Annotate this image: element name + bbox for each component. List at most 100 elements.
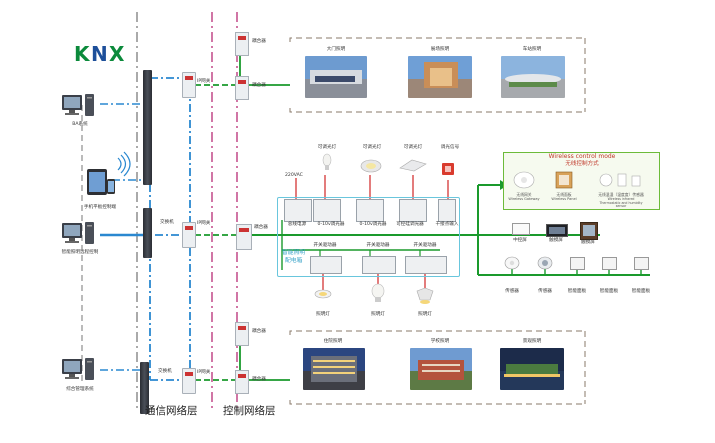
tablet-phone-icon xyxy=(87,169,115,195)
svg-text:N: N xyxy=(91,42,108,66)
switch-tower-mid xyxy=(143,208,152,258)
module-label-4: 可控硅调光器 xyxy=(396,222,424,227)
ba-system-label: BA系统 xyxy=(72,122,88,127)
coupler-bottom-a-label: 耦合器 xyxy=(252,329,266,334)
sensor-icon-1 xyxy=(504,256,520,270)
module-dry-contact xyxy=(438,199,456,222)
panel2-label-1: 传感器 xyxy=(505,289,519,294)
coupler-bottom-a xyxy=(235,322,249,346)
smart-panel-3 xyxy=(634,257,649,270)
panel2-label-4: 智能面板 xyxy=(599,289,619,294)
switch-tower-top xyxy=(143,70,152,185)
ba-computer-icon xyxy=(62,94,94,116)
integrated-mgmt-label: 综合管理系统 xyxy=(66,387,94,392)
module-label-2: 0-10v调光器 xyxy=(317,222,345,227)
ip-gateway-top xyxy=(182,72,196,98)
panel-label-1: 中控屏 xyxy=(513,238,527,243)
top-scene-label-1: 大门照明 xyxy=(326,47,346,52)
switch-bottom-label: 交换机 xyxy=(158,369,172,374)
module-dimmer-2 xyxy=(356,199,384,222)
central-screen xyxy=(512,223,530,235)
ip-gateway-mid xyxy=(182,222,196,248)
lighting-pc-icon xyxy=(62,222,94,244)
lamp-label-2: 照明灯 xyxy=(371,312,385,317)
ip-gateway-mid-label: IP网关 xyxy=(197,221,211,226)
wireless-panel-cn: 无线面板 xyxy=(556,192,572,197)
coupler-bottom-b-label: 耦合器 xyxy=(252,377,266,382)
switch-mid-label: 交换机 xyxy=(160,220,174,225)
knx-logo: K N X xyxy=(74,42,125,66)
wireless-gateway-en: Wireless Gateway xyxy=(508,197,540,201)
coupler-top-a-label: 耦合器 xyxy=(252,39,266,44)
coupler-top-b xyxy=(235,76,249,100)
module-label-3: 0-10v调光器 xyxy=(359,222,387,227)
touch-screen-1 xyxy=(546,224,568,237)
panel2-label-3: 智能面板 xyxy=(567,289,587,294)
signal-icon xyxy=(442,163,454,175)
power-220vac-label: 220VAC xyxy=(285,173,303,178)
coupler-mid xyxy=(236,224,252,250)
actuator-label-2: 开关驱动器 xyxy=(366,243,390,248)
cabinet-label-1: 智能照明 xyxy=(282,250,306,256)
module-bus-power xyxy=(284,199,312,222)
lamp-label-1: 照明灯 xyxy=(316,312,330,317)
lighting-cabinet xyxy=(277,197,460,277)
light-label-3: 可调光灯 xyxy=(403,145,423,150)
panel2-label-2: 传感器 xyxy=(538,289,552,294)
sensor-icon-2 xyxy=(537,256,553,270)
lamp-label-3: 照明灯 xyxy=(418,312,432,317)
light-label-4: 调光信号 xyxy=(440,145,460,150)
ip-gateway-bottom xyxy=(182,368,196,394)
smart-panel-2 xyxy=(602,257,617,270)
management-pc-icon xyxy=(62,358,94,380)
cabinet-label-2: 配电箱 xyxy=(285,258,303,264)
spotlight-icon xyxy=(416,288,434,304)
wireless-sensor-icon xyxy=(599,173,641,187)
coupler-mid-label: 耦合器 xyxy=(254,225,268,230)
control-layer-label: 控制网络层 xyxy=(223,405,276,417)
panel-label-3: 触摸屏 xyxy=(581,240,595,245)
panel-light-icon xyxy=(399,159,427,172)
top-scene-label-3: 车站照明 xyxy=(522,47,542,52)
light-label-2: 可调光灯 xyxy=(362,145,382,150)
wireless-gateway-cn: 无线网关 xyxy=(516,192,532,197)
coupler-top-a xyxy=(235,32,249,56)
scene-photo-exhibition xyxy=(408,56,472,98)
actuator-label-3: 开关驱动器 xyxy=(413,243,437,248)
module-label-1: 总线电源 xyxy=(287,222,307,227)
module-dimmer-1 xyxy=(313,199,341,222)
svg-text:K: K xyxy=(74,42,91,66)
downlight-icon xyxy=(360,159,382,173)
bottom-scene-label-2: 学校照明 xyxy=(430,339,450,344)
module-scr-dimmer xyxy=(399,199,427,222)
scene-photo-school xyxy=(410,348,472,390)
smart-panel-1 xyxy=(570,257,585,270)
coupler-top-b-label: 耦合器 xyxy=(252,83,266,88)
panel-label-2: 触摸屏 xyxy=(549,238,563,243)
wireless-title-cn: 无线控制方式 xyxy=(565,161,599,167)
wireless-gateway-icon xyxy=(513,171,535,189)
bulb-icon-2 xyxy=(371,283,385,302)
actuator-label-1: 开关驱动器 xyxy=(313,243,337,248)
coupler-bottom-b xyxy=(235,370,249,394)
communication-layer-label: 通信网络层 xyxy=(145,405,198,417)
panel2-label-5: 智能面板 xyxy=(631,289,651,294)
remote-lighting-label: 智能照明远程控制 xyxy=(61,250,99,255)
lamp-icon xyxy=(314,289,332,299)
switch-tower-bottom xyxy=(140,362,149,414)
wireless-panel-en: Wireless Panel xyxy=(551,197,577,201)
touch-screen-2 xyxy=(580,222,598,240)
scene-photo-hospital xyxy=(303,348,365,390)
ip-gateway-bottom-label: IP网关 xyxy=(197,370,211,375)
wireless-title-en: Wireless control mode xyxy=(548,153,616,160)
bulb-icon xyxy=(322,153,332,170)
scene-photo-gate xyxy=(305,56,367,98)
bottom-scene-label-3: 景观照明 xyxy=(522,339,542,344)
switch-actuator-2 xyxy=(362,256,396,274)
scene-photo-landscape xyxy=(500,348,564,390)
svg-text:X: X xyxy=(109,42,125,66)
top-scene-label-2: 展场照明 xyxy=(430,47,450,52)
switch-actuator-3 xyxy=(405,256,447,274)
